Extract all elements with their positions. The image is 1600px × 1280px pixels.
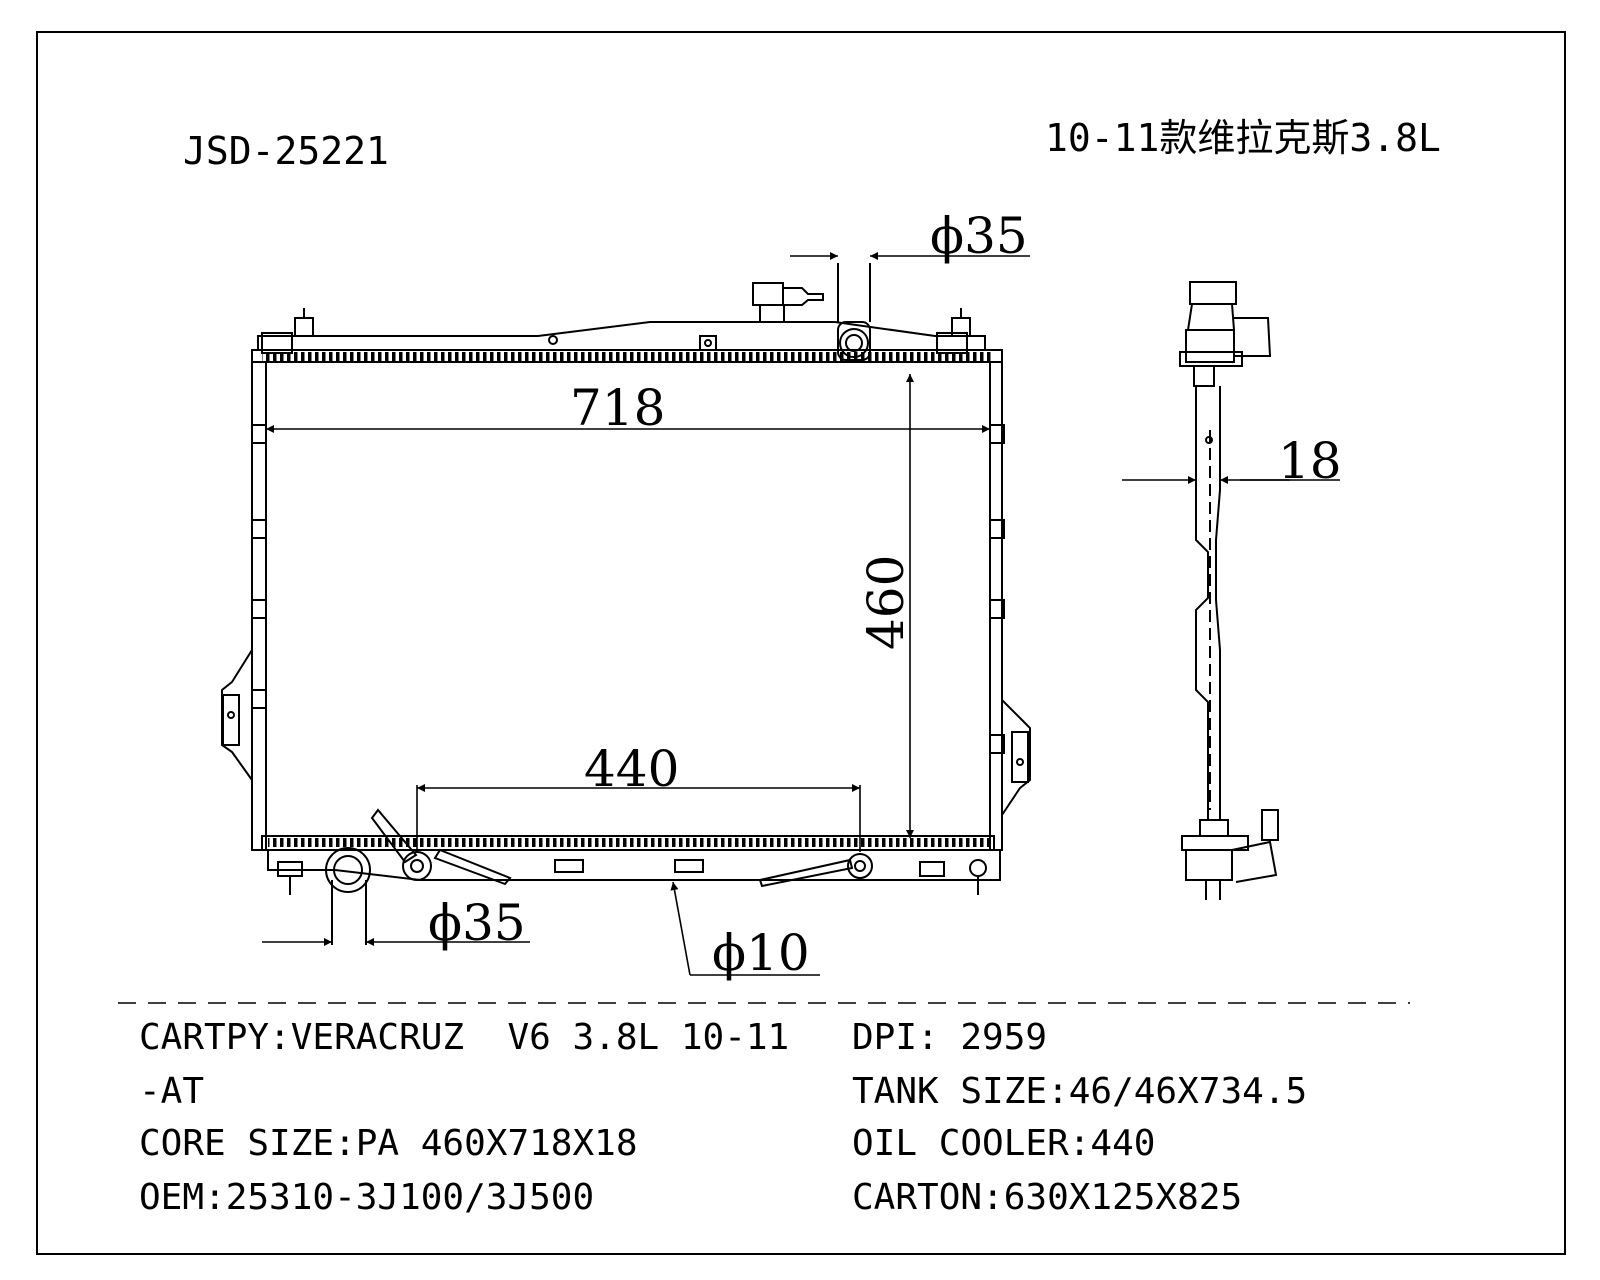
model-title: 10-11款维拉克斯3.8L (1045, 116, 1441, 160)
dim-718-label: 718 (570, 379, 665, 437)
bottom-tank (267, 850, 1001, 881)
spec-cartpy: CARTPY:VERACRUZ V6 3.8L 10-11 (139, 1017, 790, 1058)
frame-border (36, 31, 1566, 1255)
left-side-brackets (221, 424, 267, 781)
dimension-lines (262, 252, 1340, 976)
spec-carton: CARTON:630X125X825 (852, 1177, 1243, 1218)
radiator-side-view (1179, 281, 1279, 900)
part-number: JSD-25221 (183, 129, 389, 173)
dim-bottom-phi35-label: ϕ35 (428, 894, 526, 952)
bottom-header (261, 835, 995, 851)
bottom-outlet-pipe (325, 847, 371, 945)
dim-18-label: 18 (1278, 432, 1342, 490)
spec-cartpy-cont: -AT (139, 1071, 205, 1112)
dimension-labels: 718 460 440 18 ϕ35 ϕ35 ϕ10 (428, 207, 1342, 982)
top-inlet-pipe (837, 263, 871, 361)
spec-core-size: CORE SIZE:PA 460X718X18 (139, 1123, 638, 1164)
oil-cooler-fittings (370, 808, 873, 888)
spec-oil-cooler: OIL COOLER:440 (852, 1123, 1156, 1164)
spec-tank-size: TANK SIZE:46/46X734.5 (852, 1071, 1308, 1112)
spec-dpi: DPI: 2959 (852, 1017, 1048, 1058)
dim-top-phi35-label: ϕ35 (930, 207, 1028, 265)
dim-phi10-label: ϕ10 (712, 924, 810, 982)
dim-460-label: 460 (857, 555, 915, 650)
top-tank (257, 321, 986, 351)
radiator-cap (752, 282, 824, 323)
right-side-brackets (989, 424, 1031, 816)
spec-oem: OEM:25310-3J100/3J500 (139, 1177, 595, 1218)
dim-440-label: 440 (584, 740, 679, 798)
radiator-front-view (221, 263, 1031, 945)
